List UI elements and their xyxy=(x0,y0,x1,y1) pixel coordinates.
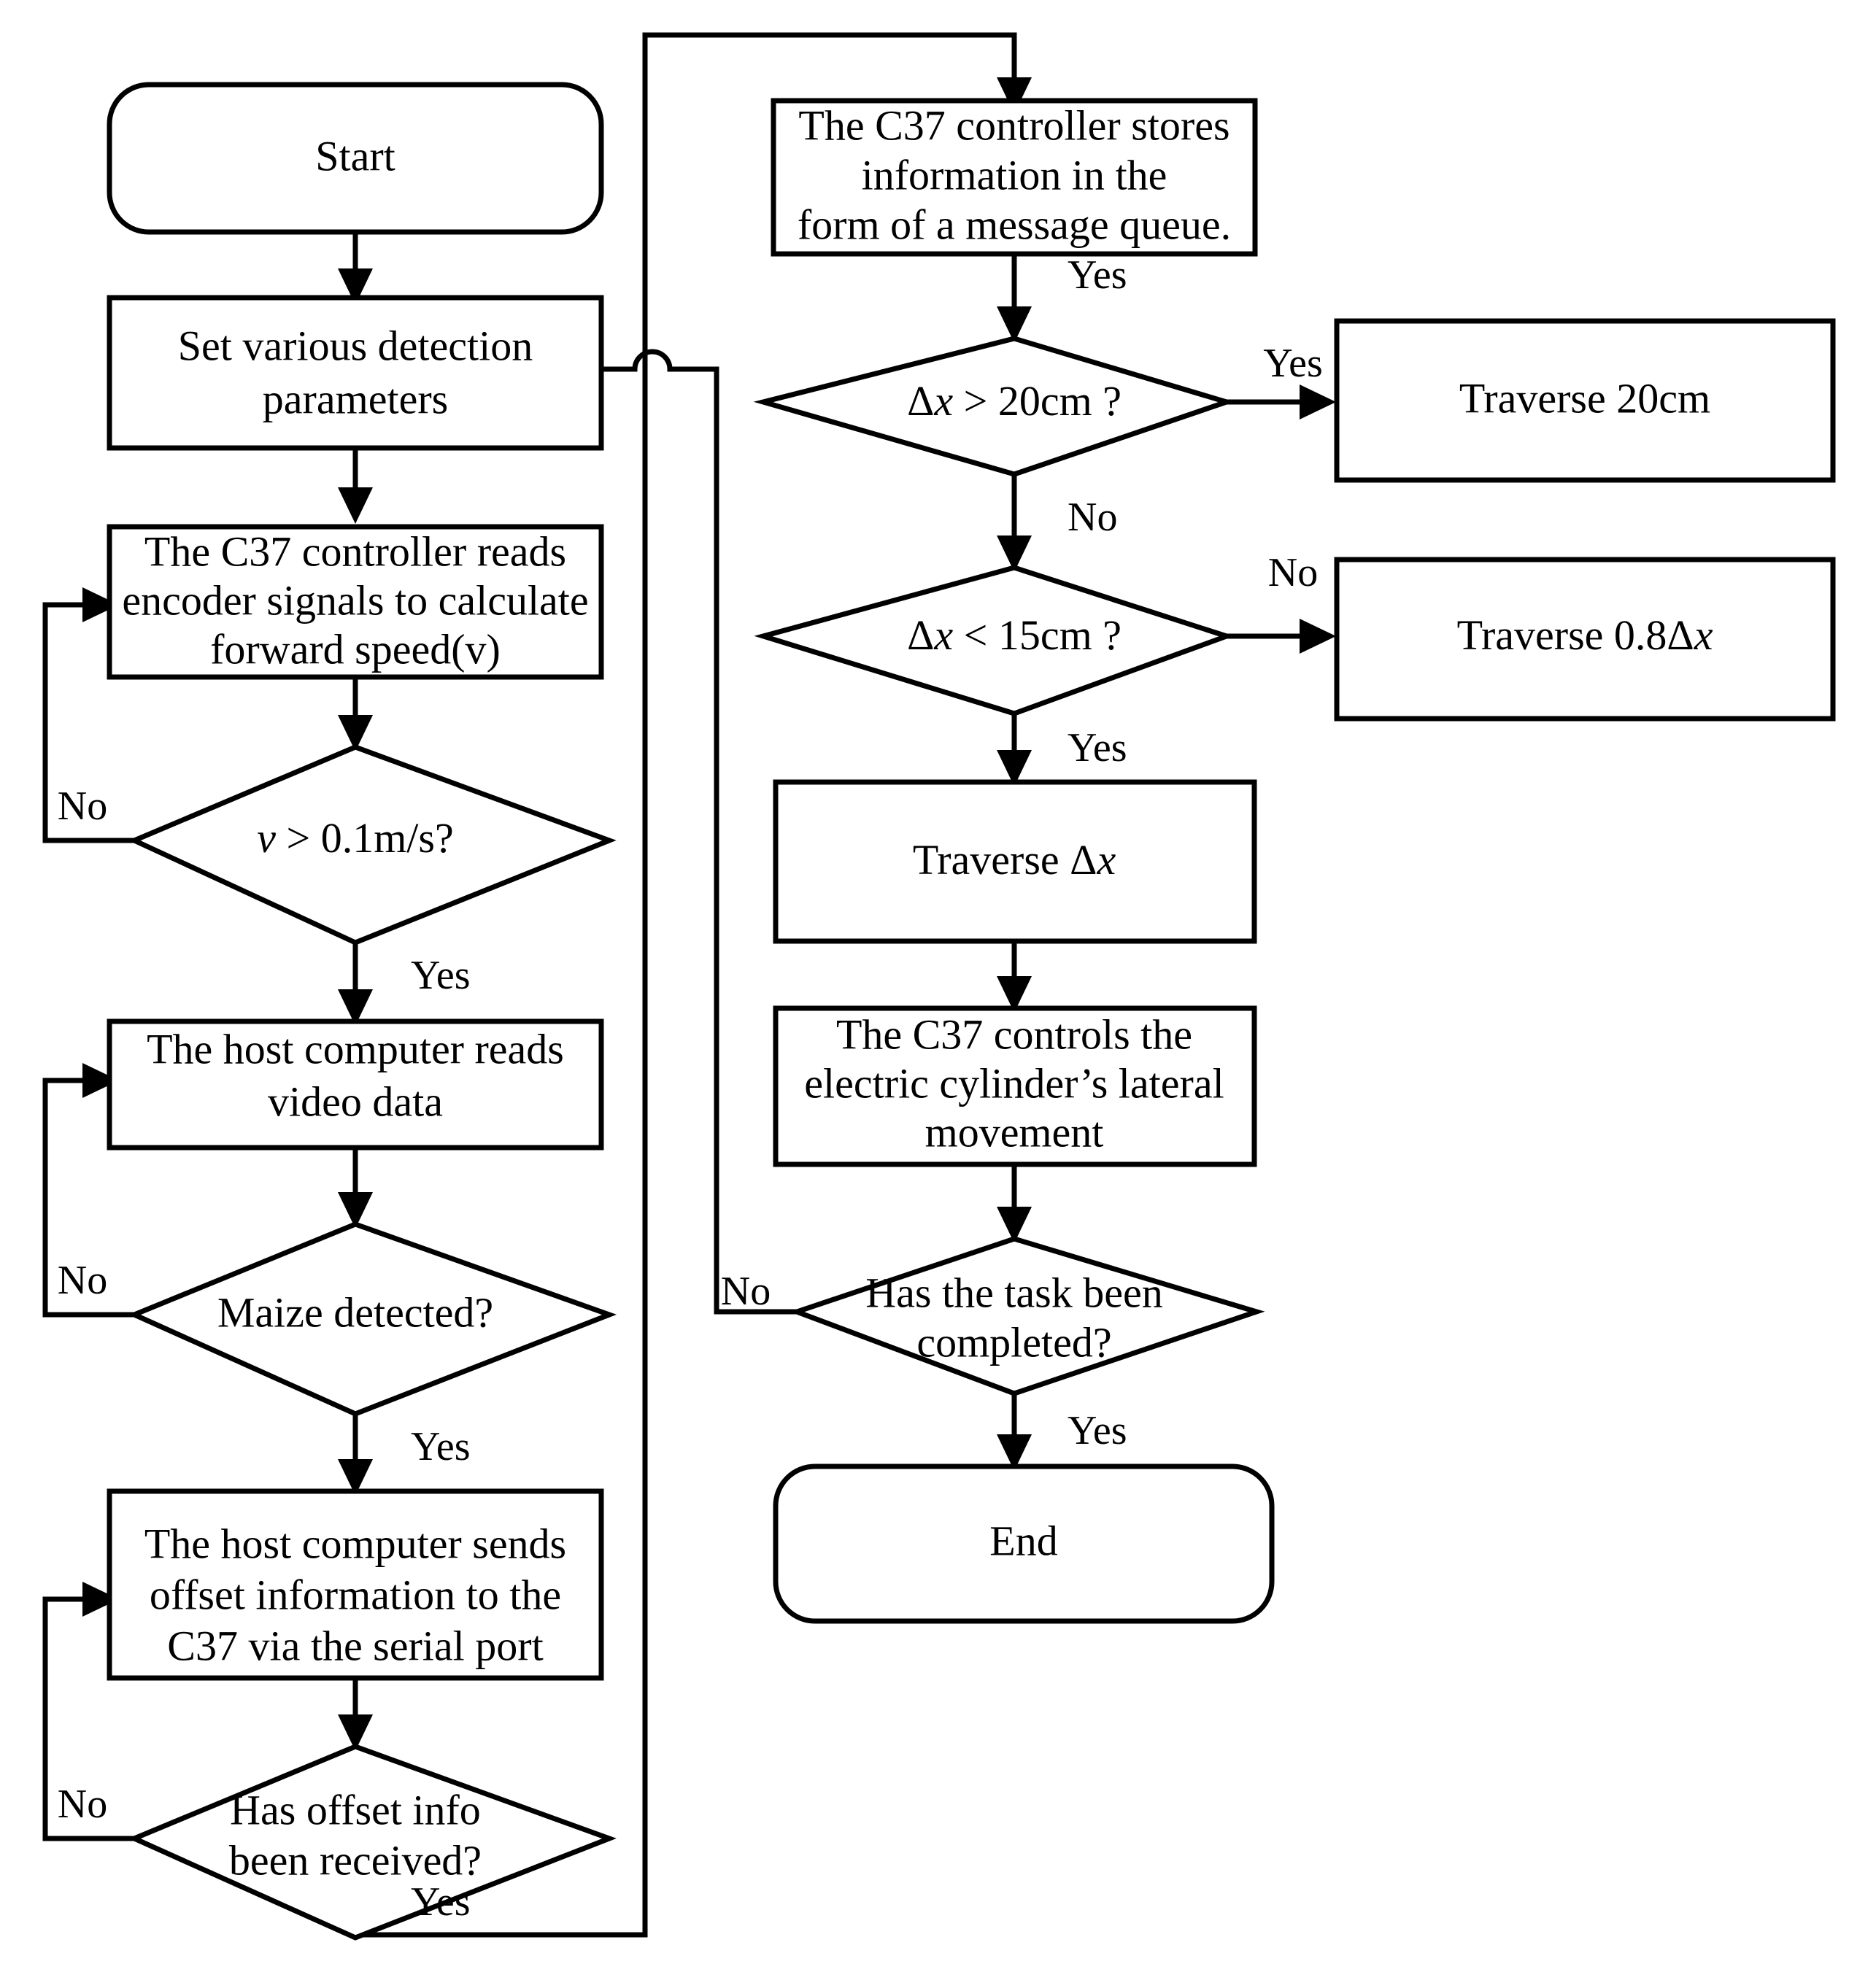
node-control-cylinder[interactable] xyxy=(773,1005,1257,1167)
node-store-queue-label-line3: form of a message queue. xyxy=(798,201,1231,248)
edge-maize-no-loop xyxy=(42,1078,134,1318)
node-speed-check-post: > 0.1m/s? xyxy=(276,814,454,862)
node-traverse-08dx-pre: Traverse 0.8Δ xyxy=(1457,611,1694,659)
node-end-label: End xyxy=(989,1517,1057,1564)
node-task-complete-label-line1: Has the task been xyxy=(865,1269,1162,1316)
edge-label-speed-no: No xyxy=(58,784,107,829)
node-task-complete-label-line2: completed? xyxy=(916,1318,1111,1366)
edge-label-dxgt20-no: No xyxy=(1068,495,1117,540)
edge-label-maize-yes: Yes xyxy=(411,1424,470,1469)
node-set-params-label-line2: parameters xyxy=(263,375,448,422)
edge-label-dxgt20-yes: Yes xyxy=(1263,341,1322,386)
edge-label-offset-no: No xyxy=(58,1782,107,1827)
node-control-cylinder-label-line3: movement xyxy=(925,1108,1104,1156)
node-control-cylinder-label-line2: electric cylinder’s lateral xyxy=(804,1059,1224,1107)
node-set-params[interactable] xyxy=(107,295,604,451)
edge-label-task-no: No xyxy=(721,1269,771,1314)
node-speed-check-var: v xyxy=(257,814,276,862)
node-dx-gt-20-pre: Δ xyxy=(907,377,934,425)
node-set-params-label-line1: Set various detection xyxy=(178,322,533,369)
node-traverse-dx[interactable] xyxy=(773,779,1257,944)
node-traverse-08dx[interactable] xyxy=(1334,557,1836,722)
node-dx-lt-15[interactable] xyxy=(754,565,1235,716)
node-dx-gt-20-var: x xyxy=(933,377,953,425)
node-dx-lt-15-label: Δx < 15cm ? xyxy=(907,611,1122,659)
node-traverse-dx-pre: Traverse Δ xyxy=(913,836,1097,883)
edge-label-speed-yes: Yes xyxy=(411,953,470,998)
node-traverse-20cm[interactable] xyxy=(1334,318,1836,483)
node-dx-gt-20-post: > 20cm ? xyxy=(953,377,1122,425)
node-read-encoder[interactable] xyxy=(107,524,604,680)
node-read-encoder-label-line1: The C37 controller reads xyxy=(144,527,566,575)
node-traverse-dx-var: x xyxy=(1096,836,1116,883)
node-speed-check[interactable] xyxy=(128,744,617,946)
node-dx-lt-15-var: x xyxy=(933,611,953,659)
node-start-label: Start xyxy=(315,132,395,179)
node-task-complete[interactable] xyxy=(789,1236,1265,1396)
edge-label-offset-yes: Yes xyxy=(411,1879,470,1925)
edge-label-dxlt15-yes: Yes xyxy=(1068,725,1127,770)
node-offset-received[interactable] xyxy=(128,1744,617,1941)
node-store-queue-label-line2: information in the xyxy=(862,151,1167,198)
node-store-queue[interactable] xyxy=(771,98,1258,257)
node-maize-check[interactable] xyxy=(128,1221,617,1417)
node-send-offset-label-line3: C37 via the serial port xyxy=(167,1622,543,1669)
node-dx-lt-15-post: < 15cm ? xyxy=(953,611,1122,659)
arrowhead-setparams-readencoder xyxy=(338,487,373,524)
node-store-queue-label-line1: The C37 controller stores xyxy=(798,101,1230,149)
node-send-offset-label-line2: offset information to the xyxy=(150,1571,561,1618)
node-traverse-08dx-var: x xyxy=(1694,611,1713,659)
node-read-video[interactable] xyxy=(107,1018,604,1151)
node-read-video-label-line1: The host computer reads xyxy=(147,1025,564,1072)
node-speed-check-label: v > 0.1m/s? xyxy=(257,814,454,862)
edge-label-maize-no: No xyxy=(58,1258,107,1303)
node-traverse-08dx-label: Traverse 0.8Δx xyxy=(1457,611,1713,659)
node-traverse-dx-label: Traverse Δx xyxy=(913,836,1116,883)
node-read-video-label-line2: video data xyxy=(268,1078,443,1125)
edge-speedcheck-no-loop xyxy=(42,602,134,843)
node-read-encoder-label-line2: encoder signals to calculate xyxy=(122,576,588,624)
node-control-cylinder-label-line1: The C37 controls the xyxy=(836,1010,1192,1058)
edge-label-store-yes: Yes xyxy=(1068,252,1127,298)
arrowhead-dxgt20-yes xyxy=(1300,384,1336,419)
node-send-offset[interactable] xyxy=(107,1488,604,1681)
edge-offsetreceived-no-loop xyxy=(42,1596,134,1841)
node-maize-check-label: Maize detected? xyxy=(217,1288,493,1336)
node-dx-lt-15-pre: Δ xyxy=(907,611,934,659)
node-end[interactable] xyxy=(773,1463,1275,1624)
node-send-offset-label-line1: The host computer sends xyxy=(144,1520,566,1567)
arrowhead-dxlt15-no xyxy=(1300,619,1336,654)
node-start[interactable] xyxy=(107,82,604,235)
node-traverse-20cm-label: Traverse 20cm xyxy=(1459,374,1710,422)
edge-label-task-yes: Yes xyxy=(1068,1408,1127,1453)
node-offset-received-label-line2: been received? xyxy=(229,1836,482,1884)
edge-taskcomplete-no-to-setparams xyxy=(403,349,797,1315)
edge-label-dxlt15-no: No xyxy=(1268,550,1318,595)
node-dx-gt-20-label: Δx > 20cm ? xyxy=(907,377,1122,425)
node-offset-received-label-line1: Has offset info xyxy=(230,1786,481,1833)
node-read-encoder-label-line3: forward speed(v) xyxy=(210,625,501,673)
node-dx-gt-20[interactable] xyxy=(753,336,1235,477)
